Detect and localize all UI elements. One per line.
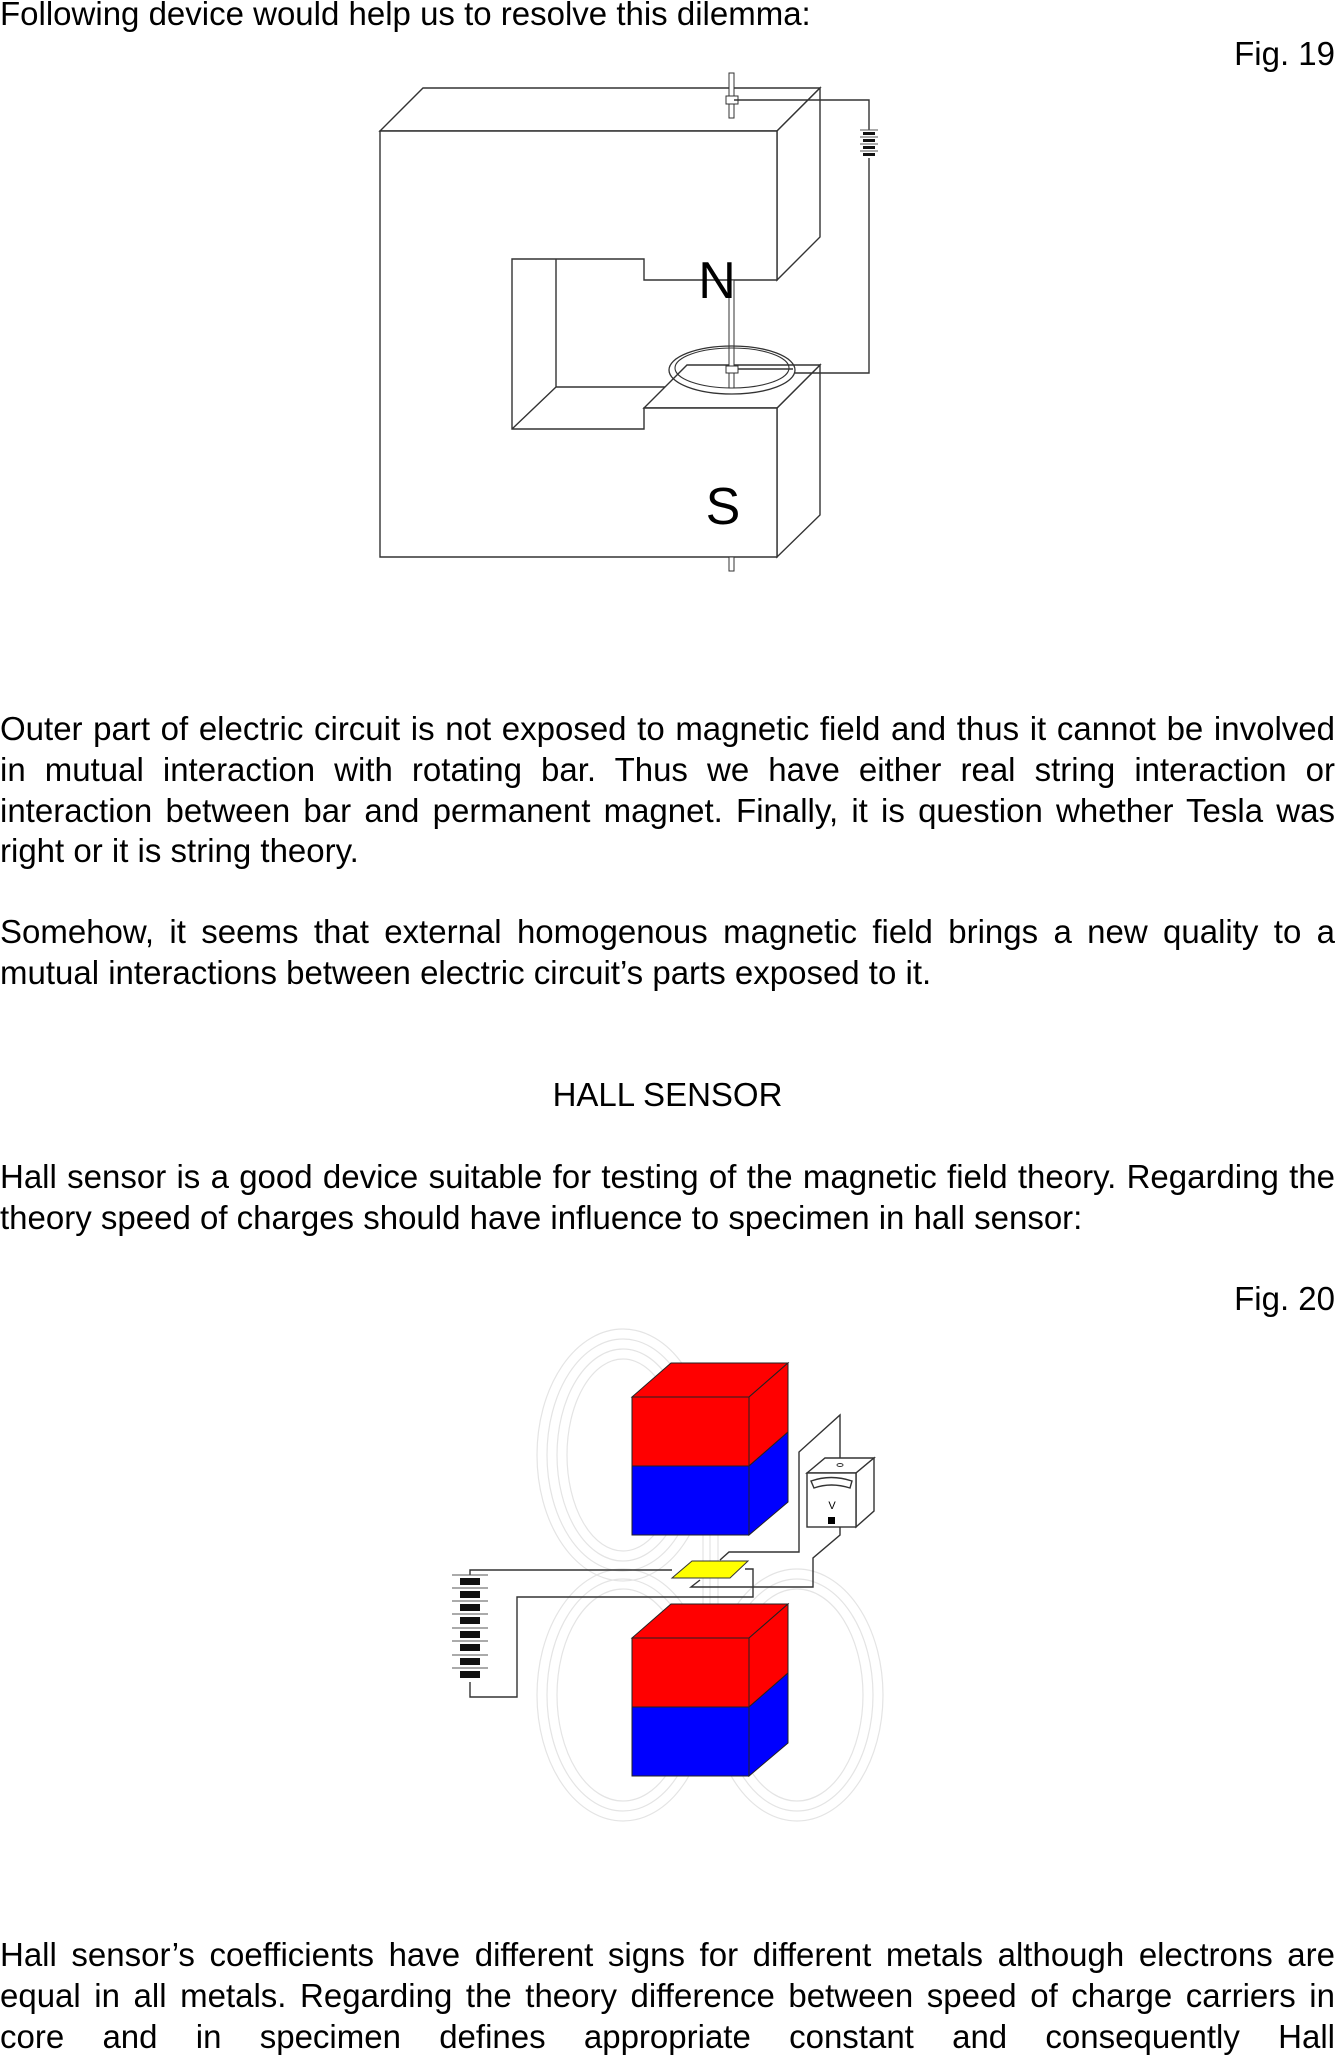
south-pole-label: S (706, 478, 741, 536)
shaft-bottom (728, 556, 735, 572)
paragraph-1: Outer part of electric circuit is not ex… (0, 710, 1335, 870)
lower-magnet (630, 1602, 790, 1778)
battery-icon (860, 129, 878, 156)
rotating-bar-hub (725, 365, 739, 374)
voltmeter-icon: V (805, 1456, 876, 1529)
current-wire (469, 1568, 754, 1698)
voltmeter-wire (688, 1413, 841, 1588)
magnet-top-face (378, 87, 822, 132)
inner-back-edges (511, 259, 665, 430)
battery-icon (452, 1574, 488, 1678)
voltmeter-label: V (828, 1500, 836, 1512)
fig20-caption: Fig. 20 (1234, 1280, 1335, 1317)
section-title: HALL SENSOR (552, 1076, 783, 1113)
hall-specimen (670, 1560, 750, 1579)
paragraph-2: Somehow, it seems that external homogeno… (0, 913, 1335, 991)
upper-magnet (630, 1361, 790, 1537)
circuit-wire (734, 99, 870, 374)
fig20-diagram: V (452, 1328, 884, 1822)
paragraph-4: Hall sensor’s coefficients have differen… (0, 1936, 1335, 2055)
intro-text: Following device would help us to resolv… (0, 0, 811, 32)
north-pole-label: N (698, 252, 736, 310)
fig19-caption: Fig. 19 (1234, 35, 1335, 72)
fig19-diagram: N S (378, 72, 878, 572)
paragraph-3: Hall sensor is a good device suitable fo… (0, 1158, 1335, 1236)
contact-ring (668, 345, 796, 395)
